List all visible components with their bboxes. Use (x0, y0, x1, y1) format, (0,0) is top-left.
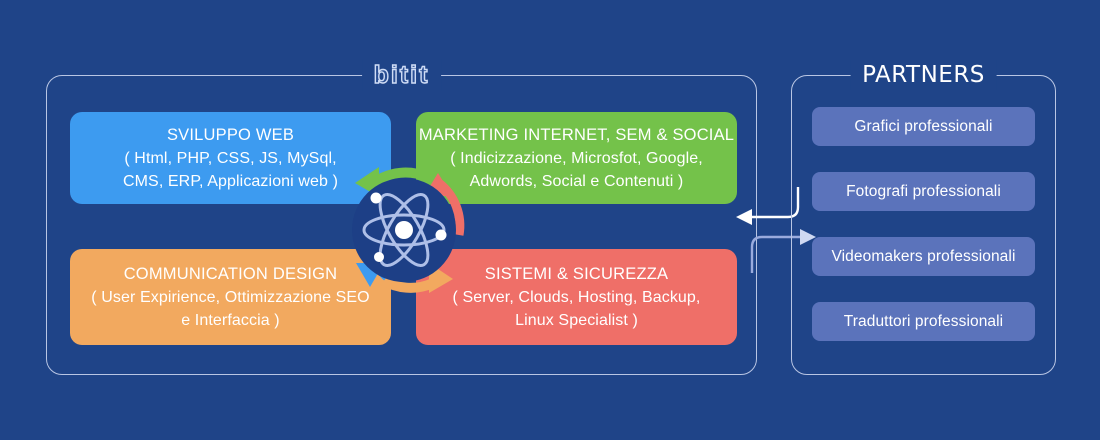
partners-panel-title: PARTNERS (850, 60, 997, 90)
atom-electron (370, 192, 382, 204)
atom-nucleus (395, 221, 413, 239)
service-subtitle-line: Linux Specialist ) (515, 312, 638, 329)
service-subtitle-marketing-internet: ( Indicizzazione, Microsfot, Google, Adw… (450, 147, 703, 193)
service-subtitle-line: ( Indicizzazione, Microsfot, Google, (450, 150, 703, 167)
service-subtitle-sviluppo-web: ( Html, PHP, CSS, JS, MySql, CMS, ERP, A… (123, 147, 338, 193)
connector-arrow-to-bitit (736, 187, 800, 225)
service-subtitle-line: CMS, ERP, Applicazioni web ) (122, 173, 339, 190)
service-title-sistemi-sicurezza: SISTEMI & SICUREZZA (484, 265, 669, 283)
service-subtitle-line: ( User Expirience, Ottimizzazione SEO (91, 289, 370, 306)
service-title-marketing-internet: MARKETING INTERNET, SEM & SOCIAL (418, 126, 735, 144)
partner-pill-grafici[interactable]: Grafici professionali (812, 107, 1035, 146)
partner-pill-label: Grafici professionali (854, 117, 993, 135)
atom-electron (374, 252, 384, 262)
atom-electron (435, 229, 447, 241)
connector-arrow-to-partners (750, 229, 816, 273)
service-subtitle-line: ( Server, Clouds, Hosting, Backup, (452, 289, 701, 306)
partner-pill-videomakers[interactable]: Videomakers professionali (812, 237, 1035, 276)
partner-pill-label: Fotografi professionali (846, 182, 1001, 200)
service-subtitle-communication-design: ( User Expirience, Ottimizzazione SEO e … (91, 286, 369, 332)
service-title-communication-design: COMMUNICATION DESIGN (123, 265, 338, 283)
partner-pill-label: Videomakers professionali (831, 247, 1016, 265)
partner-pill-fotografi[interactable]: Fotografi professionali (812, 172, 1035, 211)
service-subtitle-line: e Interfaccia ) (181, 312, 280, 329)
atom-icon (362, 193, 446, 267)
service-subtitle-sistemi-sicurezza: ( Server, Clouds, Hosting, Backup, Linux… (453, 286, 701, 332)
bitit-panel-title: bitit (361, 59, 442, 91)
center-atom-cluster (335, 163, 473, 297)
service-box-sistemi-sicurezza[interactable]: SISTEMI & SICUREZZA ( Server, Clouds, Ho… (416, 249, 737, 345)
service-box-communication-design[interactable]: COMMUNICATION DESIGN ( User Expirience, … (70, 249, 391, 345)
partners-panel: PARTNERS (791, 60, 1056, 375)
bitit-panel: bitit (46, 59, 757, 375)
service-subtitle-line: Adwords, Social e Contenuti ) (469, 173, 684, 190)
partner-pill-label: Traduttori professionali (843, 312, 1004, 330)
partner-pill-traduttori[interactable]: Traduttori professionali (812, 302, 1035, 341)
service-title-sviluppo-web: SVILUPPO WEB (166, 126, 295, 144)
service-box-sviluppo-web[interactable]: SVILUPPO WEB ( Html, PHP, CSS, JS, MySql… (70, 112, 391, 204)
service-box-marketing-internet[interactable]: MARKETING INTERNET, SEM & SOCIAL ( Indic… (416, 112, 737, 204)
panel-connectors (730, 185, 820, 275)
service-subtitle-line: ( Html, PHP, CSS, JS, MySql, (124, 150, 337, 167)
